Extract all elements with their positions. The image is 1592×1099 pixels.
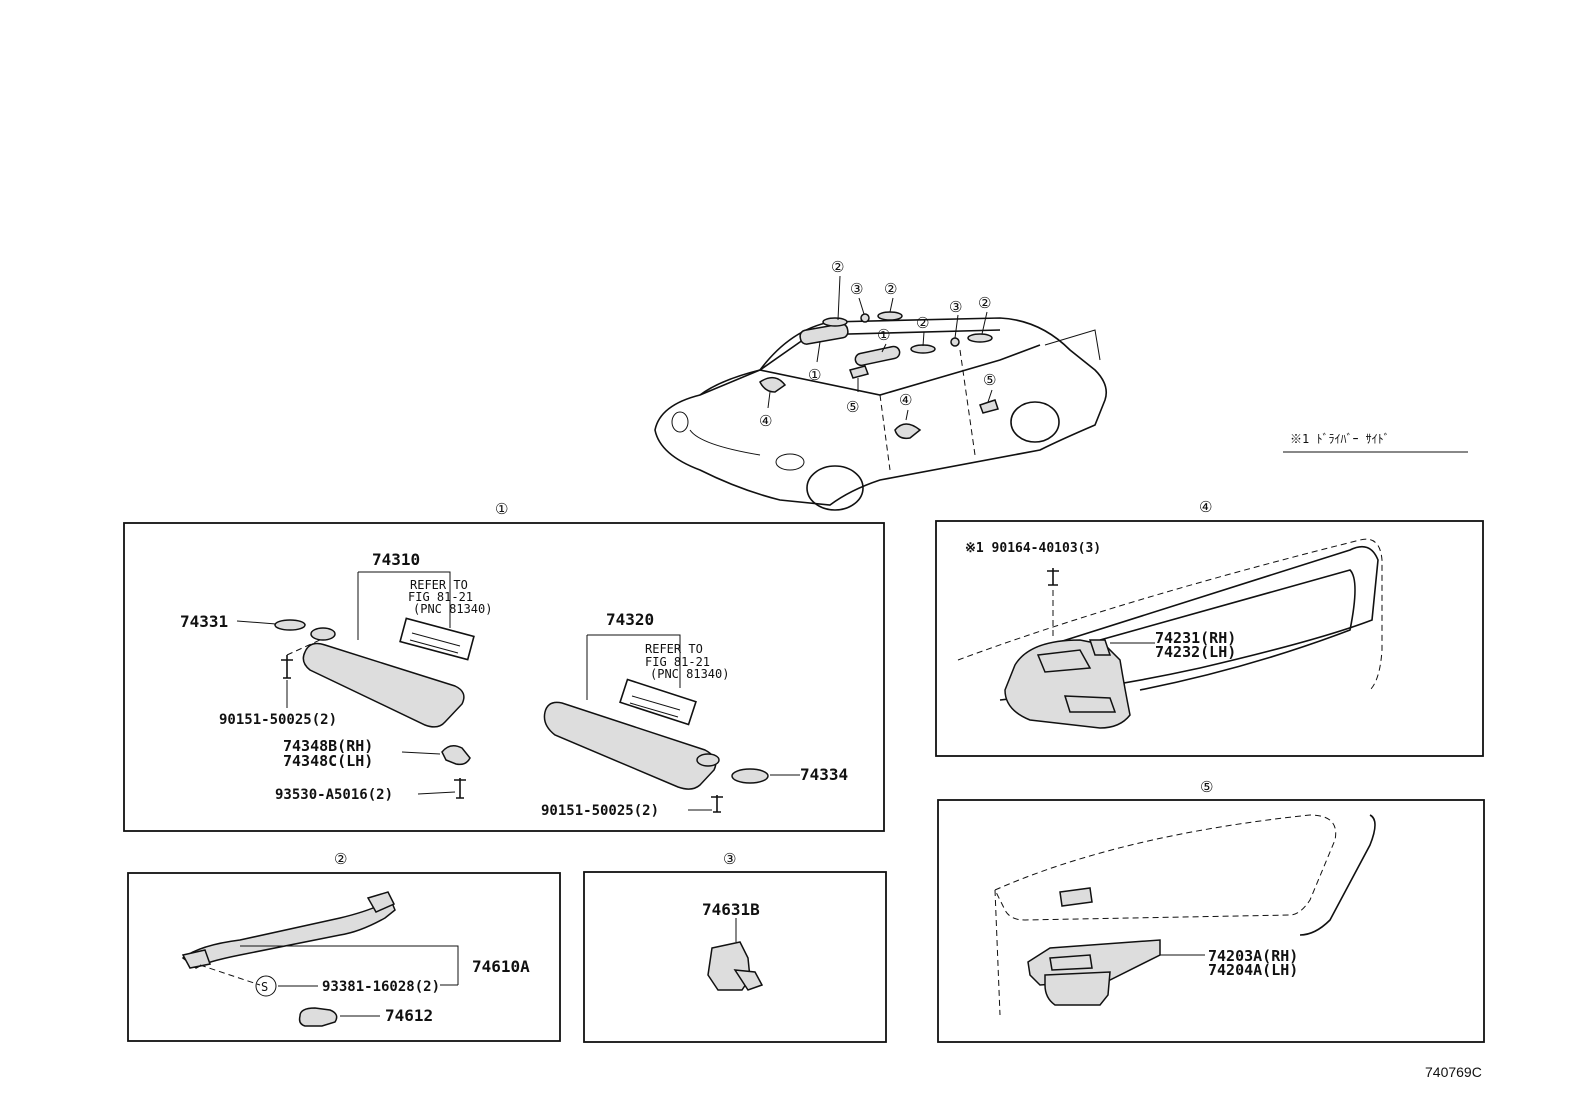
panel-sun-visor: ① 74310 REFER TO FIG 81-21 (PNC 81340) 7… [123,500,885,832]
label-74203a: 74203A(RH) [1208,947,1298,965]
panel2-heading: ② [334,850,347,868]
figure-code: 740769C [1425,1064,1482,1080]
refer1-line3: (PNC 81340) [413,602,492,616]
car-overview [654,275,1108,511]
callout-2b: ② [884,280,897,298]
label-74612: 74612 [385,1006,433,1025]
label-screw-right: 90151-50025(2) [541,803,659,819]
screw-s-circle [255,975,277,997]
panel-front-armrest: ④ ※1 90164-40103(3) 74231(RH) 74232(LH) [935,498,1484,757]
screw-s-mark: S [261,980,268,994]
label-74348c: 74348C(LH) [283,752,373,770]
label-74348b: 74348B(RH) [283,737,373,755]
label-screw-left: 90151-50025(2) [219,712,337,728]
label-74231: 74231(RH) [1155,629,1236,647]
panel5-heading: ⑤ [1200,778,1213,796]
driver-side-note: ※1 ﾄﾞﾗｲﾊﾞｰ ｻｲﾄﾞ [1290,432,1390,446]
label-74310: 74310 [372,550,420,569]
car-callouts: ② ③ ② ① ② ③ ② ① ⑤ ⑤ ④ ④ [759,258,996,430]
label-74204a: 74204A(LH) [1208,961,1298,979]
panel3-frame [583,871,887,1043]
label-74631b: 74631B [702,900,760,919]
label-screw-bracket: 93530-A5016(2) [275,787,393,803]
refer2-line1: REFER TO [645,642,703,656]
label-74334: 74334 [800,765,848,784]
panel5-frame [937,799,1485,1043]
panel4-frame [935,520,1484,757]
callout-2d: ② [978,294,991,312]
label-74320: 74320 [606,610,654,629]
label-74232: 74232(LH) [1155,643,1236,661]
callout-1b: ① [808,366,821,384]
callout-5b: ⑤ [983,371,996,389]
callout-4b: ④ [759,412,772,430]
panel2-frame [127,872,561,1042]
label-74610a: 74610A [472,957,530,976]
panel3-heading: ③ [723,850,736,868]
refer2-line2: FIG 81-21 [645,655,710,669]
panel-coat-hook: ③ 74631B [583,850,887,1043]
callout-3b: ③ [949,298,962,316]
label-74331: 74331 [180,612,228,631]
panel1-frame [123,522,885,832]
label-screw-90164: ※1 90164-40103(3) [965,541,1101,556]
panel1-heading: ① [495,500,508,518]
panel-assist-grip: ② S 74610A 93381-16028(2) 74612 [127,850,561,1042]
callout-2a: ② [831,258,844,276]
panel-rear-armrest: ⑤ 74203A(RH) 74204A(LH) [937,778,1485,1043]
callout-4a: ④ [899,391,912,409]
refer1-line2: FIG 81-21 [408,590,473,604]
panel4-heading: ④ [1199,498,1212,516]
label-screw-93381: 93381-16028(2) [322,979,440,995]
callout-2c: ② [916,314,929,332]
refer2-line3: (PNC 81340) [650,667,729,681]
refer1-line1: REFER TO [410,578,468,592]
callout-1a: ① [877,326,890,344]
callout-5a: ⑤ [846,398,859,416]
callout-3a: ③ [850,280,863,298]
